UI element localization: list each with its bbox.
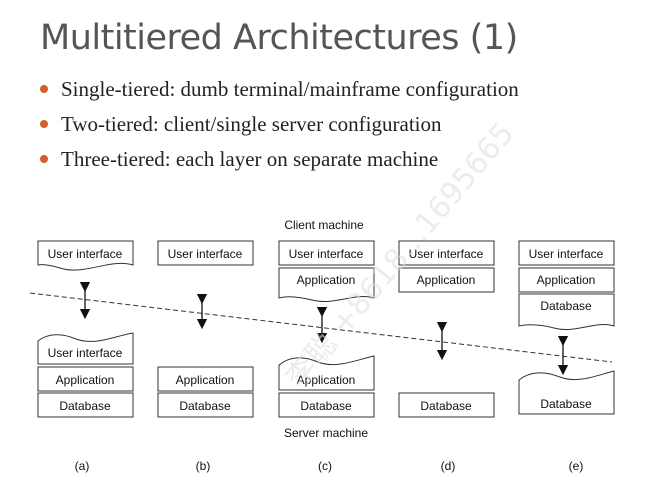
client-user-interface-box [278, 240, 375, 266]
server-machine-label: Server machine [284, 426, 368, 440]
layer-label: User interface [289, 247, 364, 261]
column-label-e: (e) [569, 459, 584, 473]
layer-label: Application [417, 273, 476, 287]
layer-label: User interface [48, 247, 123, 261]
server-user-interface-box [37, 332, 134, 365]
bullet-text: Single-tiered: dumb terminal/mainframe c… [61, 77, 519, 101]
client-application-box [398, 267, 495, 293]
layer-label: User interface [409, 247, 484, 261]
bullet-dot-icon [40, 85, 48, 93]
layer-label: Application [297, 373, 356, 387]
column-label-a: (a) [75, 459, 90, 473]
bullet-text: Three-tiered: each layer on separate mac… [61, 147, 439, 171]
layer-label: User interface [168, 247, 243, 261]
application-box [37, 366, 134, 392]
bullet-dot-icon [40, 120, 48, 128]
column-label-d: (d) [441, 459, 456, 473]
database-box [278, 392, 375, 418]
database-box [398, 392, 495, 418]
bullet-item: Three-tiered: each layer on separate mac… [36, 144, 519, 179]
column-label-c: (c) [318, 459, 332, 473]
client-application-box [518, 267, 615, 293]
application-box [157, 366, 254, 392]
bullet-dot-icon [40, 155, 48, 163]
slide-title: Multitiered Architectures (1) [40, 18, 518, 58]
server-application-box [278, 355, 375, 391]
layer-label: Application [537, 273, 596, 287]
layer-label: Database [540, 299, 592, 313]
database-box [157, 392, 254, 418]
layer-label: Database [179, 399, 231, 413]
client-machine-label: Client machine [284, 218, 364, 232]
bullet-text: Two-tiered: client/single server configu… [61, 112, 442, 136]
layer-label: Database [59, 399, 111, 413]
client-user-interface-box [518, 240, 615, 266]
layer-label: User interface [529, 247, 604, 261]
client-user-interface-box [157, 240, 254, 266]
network-divider-line [29, 292, 613, 363]
client-application-box [278, 267, 375, 302]
layer-label: Database [540, 397, 592, 411]
client-user-interface-box [398, 240, 495, 266]
bullet-item: Single-tiered: dumb terminal/mainframe c… [36, 74, 519, 109]
column-label-b: (b) [196, 459, 211, 473]
layer-label: Application [56, 373, 115, 387]
layer-label: Database [300, 399, 352, 413]
layer-label: User interface [48, 346, 123, 360]
client-user-interface-box [37, 240, 134, 271]
layer-label: Application [176, 373, 235, 387]
layer-label: Application [297, 273, 356, 287]
server-database-box [518, 370, 615, 415]
layer-label: Database [420, 399, 472, 413]
database-box [37, 392, 134, 418]
client-database-box [518, 293, 615, 330]
bullet-list: Single-tiered: dumb terminal/mainframe c… [36, 74, 519, 179]
bullet-item: Two-tiered: client/single server configu… [36, 109, 519, 144]
